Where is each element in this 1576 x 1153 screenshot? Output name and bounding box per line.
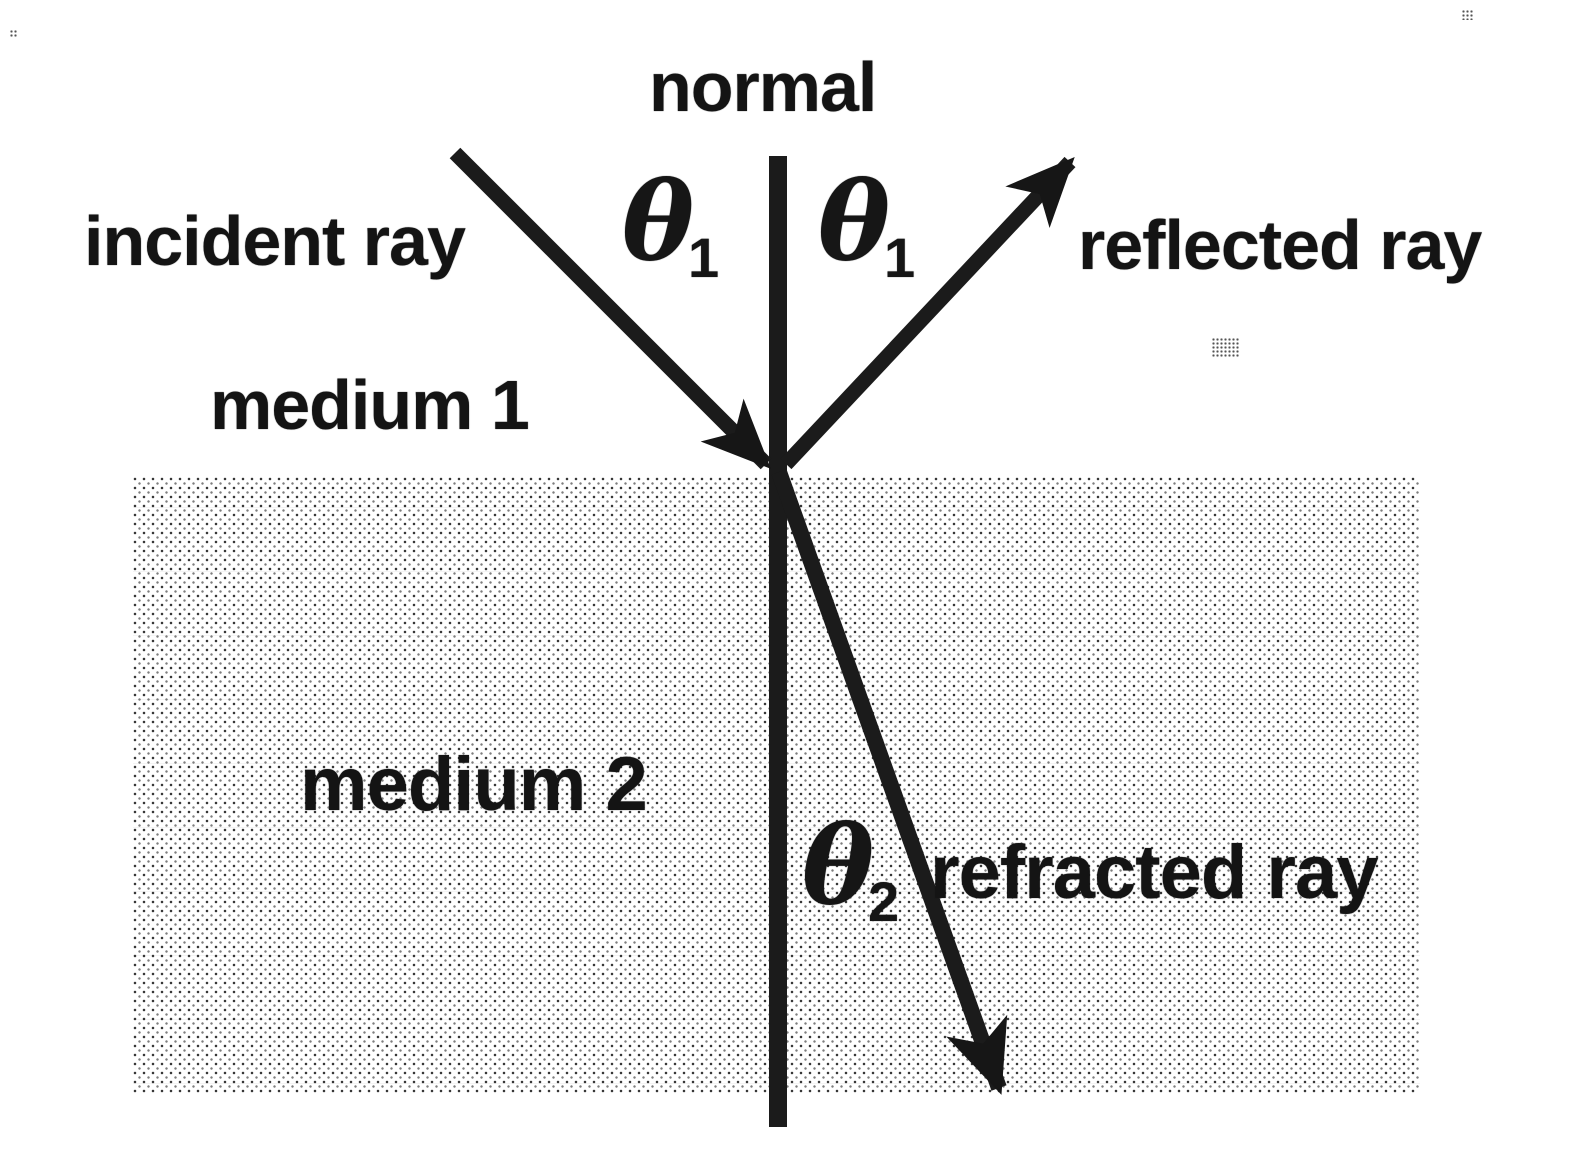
scan-speck: [10, 30, 17, 37]
theta-symbol: θ: [622, 159, 695, 285]
theta-symbol: θ: [802, 803, 875, 929]
incident-ray-line: [449, 147, 772, 470]
normal-label: normal: [649, 48, 877, 126]
theta-subscript: 2: [868, 869, 900, 933]
medium2-label: medium 2: [300, 742, 648, 827]
medium1-label: medium 1: [210, 366, 530, 444]
refracted-ray-line: [771, 469, 1008, 1095]
refracted-angle-label: θ2: [802, 812, 899, 930]
reflected-ray-label: reflected ray: [1078, 206, 1482, 284]
refracted-ray-label: refracted ray: [930, 830, 1378, 915]
theta-subscript: 1: [688, 225, 720, 289]
scan-speck: [1212, 338, 1240, 358]
reflected-angle-label: θ1: [818, 168, 915, 286]
theta-subscript: 1: [884, 225, 916, 289]
scan-speck: [1462, 10, 1474, 20]
reflected-ray-line: [780, 156, 1076, 470]
theta-symbol: θ: [818, 159, 891, 285]
incident-angle-label: θ1: [622, 168, 719, 286]
incident-ray-label: incident ray: [84, 202, 466, 280]
